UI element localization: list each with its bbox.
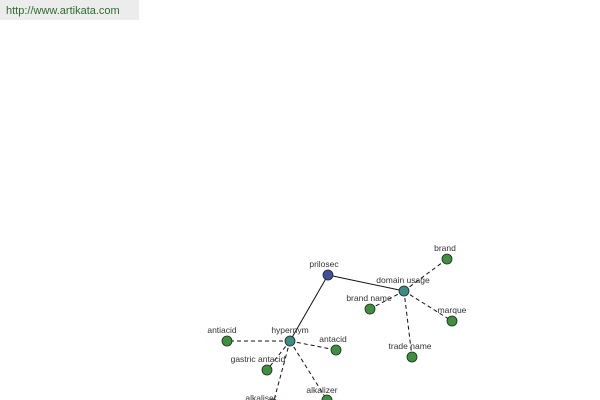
node-gastric-antacid[interactable] (261, 364, 273, 376)
node-domain-usage[interactable] (398, 285, 410, 297)
node-label-brand[interactable]: brand (434, 243, 456, 253)
node-marque[interactable] (446, 315, 458, 327)
node-brand[interactable] (441, 253, 453, 265)
edge-prilosec-to-hypernym (289, 274, 329, 342)
node-label-antacid[interactable]: antacid (319, 334, 347, 344)
edge-prilosec-to-domain-usage (327, 274, 405, 292)
edge-hypernym-to-alkaliser (273, 340, 291, 400)
node-label-hypernym[interactable]: hypernym (271, 325, 308, 335)
edges-layer (227, 258, 453, 400)
node-antiacid[interactable] (221, 335, 233, 347)
node-label-gastric-antacid[interactable]: gastric antacid (231, 354, 286, 364)
node-antacid[interactable] (330, 344, 342, 356)
node-label-trade-name[interactable]: trade name (389, 341, 432, 351)
node-label-alkalizer[interactable]: alkalizer (306, 385, 337, 395)
site-url[interactable]: http://www.artikata.com (0, 0, 139, 20)
node-trade-name[interactable] (406, 351, 418, 363)
edge-domain-usage-to-marque (403, 290, 453, 322)
edge-domain-usage-to-brand (403, 258, 448, 292)
node-label-alkaliser[interactable]: alkaliser (245, 393, 276, 400)
node-brand-name[interactable] (364, 303, 376, 315)
edge-hypernym-to-gastric-antacid (266, 340, 291, 371)
node-label-domain-usage[interactable]: domain usage (376, 275, 430, 285)
edge-hypernym-to-alkalizer (289, 340, 328, 400)
node-hypernym[interactable] (284, 335, 296, 347)
node-prilosec[interactable] (322, 269, 334, 281)
labels-layer: prilosec domain usage hypernym brand brand n… (207, 243, 466, 400)
node-label-marque[interactable]: marque (438, 305, 467, 315)
node-label-antiacid[interactable]: antiacid (207, 325, 237, 335)
edge-hypernym-to-antacid (289, 340, 337, 351)
nodes-layer (221, 253, 458, 400)
node-alkalizer[interactable] (321, 394, 333, 400)
node-label-brand-name[interactable]: brand name (346, 293, 392, 303)
node-label-prilosec[interactable]: prilosec (309, 259, 339, 269)
